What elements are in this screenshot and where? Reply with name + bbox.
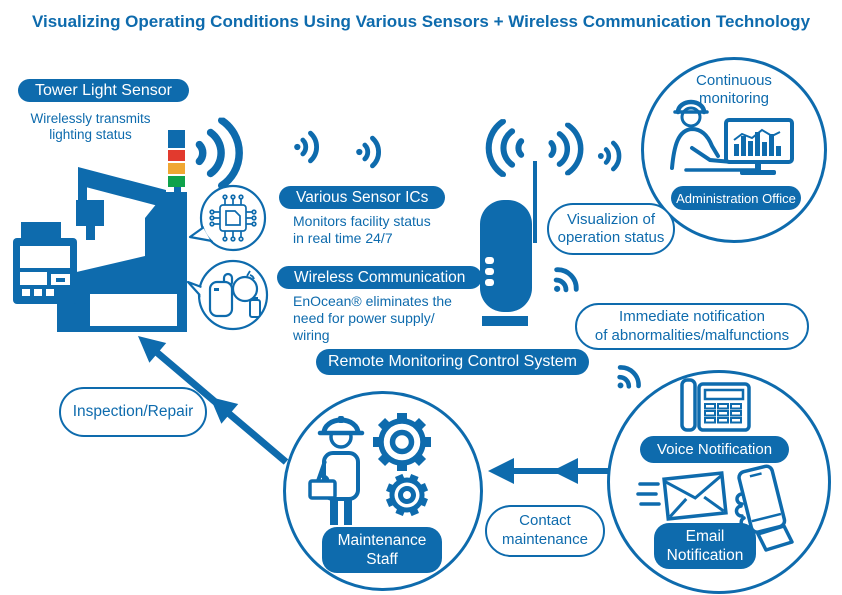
- inspection-repair-bubble: Inspection/Repair: [59, 387, 207, 437]
- ic-chip-bubble: [188, 184, 267, 252]
- router-led: [485, 268, 494, 275]
- operator-at-monitor-icon: [670, 99, 794, 175]
- visualization-bubble: Visualizion of operation status: [547, 203, 675, 255]
- voice-notification-badge: Voice Notification: [640, 436, 790, 463]
- various-sensor-ics-desc: Monitors facility status in real time 24…: [293, 213, 431, 247]
- wifi-signal-icon: [541, 259, 588, 306]
- wifi-signal-icon: [191, 115, 245, 191]
- wifi-signal-icon: [292, 129, 322, 165]
- wifi-signal-icon: [596, 139, 624, 173]
- ic-chip-icon: [209, 194, 257, 242]
- repair-arrow-icon: [138, 336, 289, 465]
- wifi-signal-icon: [354, 134, 384, 170]
- wireless-sensor-devices-icon: [208, 270, 261, 318]
- administration-office-badge: Administration Office: [671, 186, 801, 210]
- maintenance-staff-badge: Maintenance Staff: [322, 527, 442, 573]
- desk-phone-icon: [680, 378, 751, 432]
- tower-light-sensor-desc: Wirelessly transmits lighting status: [30, 111, 151, 142]
- wifi-signal-icon: [484, 117, 528, 179]
- router-antenna: [533, 161, 537, 243]
- tower-light-icon: [174, 187, 181, 214]
- email-notification-badge: Email Notification: [654, 523, 756, 569]
- wifi-signal-icon: [545, 121, 585, 177]
- cnc-machine-icon: [13, 130, 187, 332]
- email-envelope-icon: [636, 471, 728, 521]
- tower-light-sensor-badge: Tower Light Sensor: [18, 79, 189, 102]
- contact-arrow-icon: [488, 458, 608, 484]
- bar-chart-on-monitor: [734, 132, 781, 175]
- remote-monitoring-badge: Remote Monitoring Control System: [316, 349, 589, 375]
- gateway-router-icon: [480, 200, 532, 312]
- router-led: [485, 257, 494, 264]
- wireless-communication-badge: Wireless Communication: [277, 266, 483, 289]
- router-led: [485, 279, 494, 286]
- wireless-devices-bubble: [186, 259, 269, 331]
- various-sensor-ics-badge: Various Sensor ICs: [279, 186, 446, 209]
- wireless-communication-desc: EnOcean® eliminates the need for power s…: [293, 293, 452, 344]
- gears-icon: [373, 413, 431, 517]
- page-title: Visualizing Operating Conditions Using V…: [31, 12, 811, 31]
- toolbox-icon: [308, 474, 337, 500]
- maintenance-worker-icon: [308, 416, 365, 525]
- continuous-monitoring-label: Continuous monitoring: [696, 72, 772, 107]
- router-base: [482, 316, 528, 326]
- immediate-notification-bubble: Immediate notification of abnormalities/…: [575, 303, 809, 350]
- battery-icon: [249, 297, 261, 318]
- smartphone-in-hand-icon: [734, 464, 794, 552]
- contact-maintenance-bubble: Contact maintenance: [485, 505, 605, 557]
- wifi-signal-icon: [605, 357, 649, 401]
